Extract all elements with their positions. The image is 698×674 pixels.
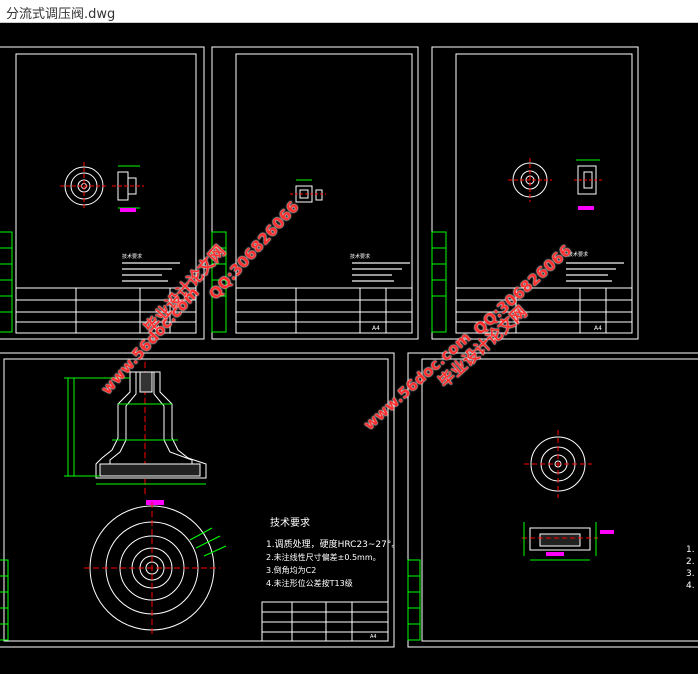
bl-tech-item-1: 1.调质处理，硬度HRC23~27°。: [266, 538, 400, 550]
bl-tech-item-2: 2.未注线性尺寸偏差±0.5mm。: [266, 552, 381, 562]
bl-size-label: A4: [370, 634, 377, 640]
cad-drawing: 技术要求 A4 技术要求 A4: [0, 46, 698, 648]
tm-size-label: A4: [372, 325, 380, 332]
title-bar: 分流式调压阀.dwg: [0, 0, 698, 23]
sheet-top-left: [0, 46, 205, 340]
window-title: 分流式调压阀.dwg: [6, 7, 116, 22]
br-tech-item-3: 3.: [686, 569, 695, 579]
br-tech-item-2: 2.: [686, 557, 695, 567]
tm-tech-title: 技术要求: [350, 253, 370, 260]
sheet-bottom-right: [407, 352, 698, 648]
br-tech-item-1: 1.: [686, 545, 695, 555]
sheet-top-right: [431, 46, 639, 340]
sheet-top-middle: [211, 46, 419, 340]
bl-tech-item-4: 4.未注形位公差按T13级: [266, 578, 353, 588]
bl-tech-item-3: 3.倒角均为C2: [266, 565, 316, 575]
tr-size-label: A4: [594, 325, 602, 332]
bl-tech-title: 技术要求: [270, 516, 310, 529]
br-tech-item-4: 4.: [686, 581, 695, 591]
tr-tech-title: 技术要求: [568, 251, 588, 258]
drawing-canvas[interactable]: 技术要求 A4 技术要求 A4: [0, 23, 698, 669]
tl-size-label: A4: [152, 325, 160, 332]
sheet-bottom-left: [0, 352, 395, 648]
tl-tech-title: 技术要求: [122, 253, 142, 260]
